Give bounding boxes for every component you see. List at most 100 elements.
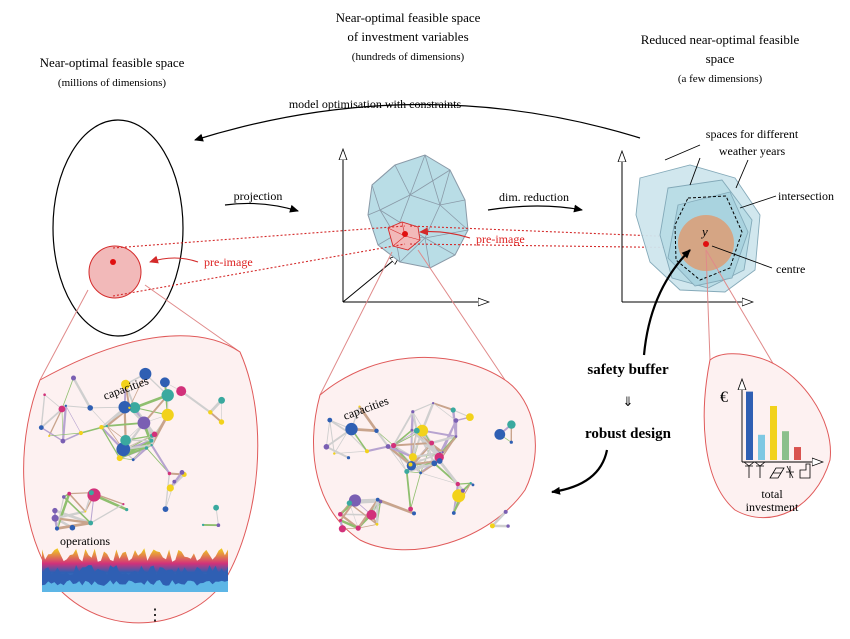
weather-year-spaces [635, 164, 761, 293]
network-node [179, 470, 185, 475]
network-node [166, 484, 174, 492]
network-node [509, 440, 513, 444]
network-edge [40, 394, 46, 428]
network-node [84, 510, 87, 513]
network-edge [491, 510, 507, 527]
investment-bars [746, 391, 801, 460]
network-node [150, 443, 153, 447]
network-node [137, 416, 151, 430]
network-node [116, 442, 131, 457]
network-node [375, 497, 380, 502]
investment-bar [746, 391, 753, 460]
network-edge [56, 496, 65, 529]
network-node [416, 424, 429, 437]
network-node [453, 418, 459, 423]
wind-turbine-icon-2 [754, 461, 766, 478]
investment-bar [758, 434, 765, 460]
network-node [43, 393, 46, 397]
network-edge [90, 503, 124, 524]
right-detail-balloon [703, 353, 831, 519]
network-edge [410, 472, 422, 510]
network-node [122, 503, 125, 506]
intersection-label: intersection [778, 189, 834, 203]
network-edge [393, 429, 413, 447]
safety-buffer-label: safety buffer [587, 362, 669, 378]
network-edge [65, 405, 91, 409]
zoom-lines-left [39, 284, 241, 381]
network-node [60, 438, 66, 444]
network-edge [49, 432, 81, 437]
network-node [419, 471, 422, 475]
network-edge [333, 431, 348, 454]
network-edge [431, 435, 457, 445]
network-edge [44, 394, 63, 410]
network-edge [412, 430, 418, 458]
right-title-1: Reduced near-optimal feasible [641, 32, 800, 47]
robust-design-label: robust design [585, 426, 672, 442]
network-node [48, 435, 51, 437]
network-node [118, 401, 131, 414]
network-node [507, 420, 516, 429]
network-node [128, 406, 131, 409]
network-edge [348, 502, 378, 525]
network-node [58, 405, 66, 413]
network-node [88, 490, 94, 496]
network-edge [377, 498, 415, 515]
network-node [201, 523, 205, 527]
network-node [466, 413, 474, 421]
network-node [429, 440, 435, 446]
network-node [452, 489, 466, 503]
network-node [455, 481, 460, 487]
network-node [69, 524, 76, 531]
spaces-label-1: spaces for different [706, 127, 799, 141]
total-label: total [761, 487, 783, 501]
spaces-pointer-1 [664, 144, 701, 161]
network-node [432, 402, 435, 405]
network-node [323, 444, 330, 450]
spaces-pointer-3 [735, 159, 749, 189]
mid-title-1: Near-optimal feasible space [336, 10, 481, 25]
network-node [411, 410, 415, 414]
network-node [345, 422, 358, 436]
network-edge [180, 390, 211, 414]
network-node [365, 449, 369, 454]
network-edge [358, 523, 378, 529]
network-edge [62, 432, 82, 442]
network-edge [325, 420, 331, 447]
centre-pointer [711, 245, 773, 269]
network-edge [329, 420, 335, 454]
network-node [99, 425, 104, 430]
operations-chart [42, 548, 228, 592]
network-node [62, 495, 66, 499]
network-node [213, 504, 220, 511]
polytope [367, 154, 469, 269]
network-edge [63, 496, 92, 524]
network-node [105, 424, 109, 428]
network-node [218, 396, 226, 404]
network-edge [61, 377, 74, 410]
network-node [489, 523, 495, 529]
network-edge [393, 442, 432, 447]
pre-image-arrow-mid [419, 227, 471, 239]
network-edge [89, 407, 108, 427]
spaces-label-2: weather years [719, 144, 786, 158]
left-subtitle: (millions of dimensions) [58, 77, 167, 89]
robust-design-arrow [551, 449, 609, 495]
network-node [338, 525, 346, 533]
network-edge [387, 445, 414, 459]
implies-symbol: ⇓ [623, 394, 634, 409]
network-edge [54, 517, 91, 525]
network-node [503, 509, 508, 514]
network-node [208, 410, 213, 415]
investment-label: investment [746, 500, 799, 514]
network-edge [100, 426, 121, 459]
network-node [176, 386, 187, 397]
network-edge [432, 402, 454, 411]
network-edge [69, 492, 92, 495]
spaces-pointer-2 [689, 157, 701, 186]
network-node [339, 518, 342, 522]
network-node [408, 462, 413, 467]
network-edge [441, 420, 457, 453]
